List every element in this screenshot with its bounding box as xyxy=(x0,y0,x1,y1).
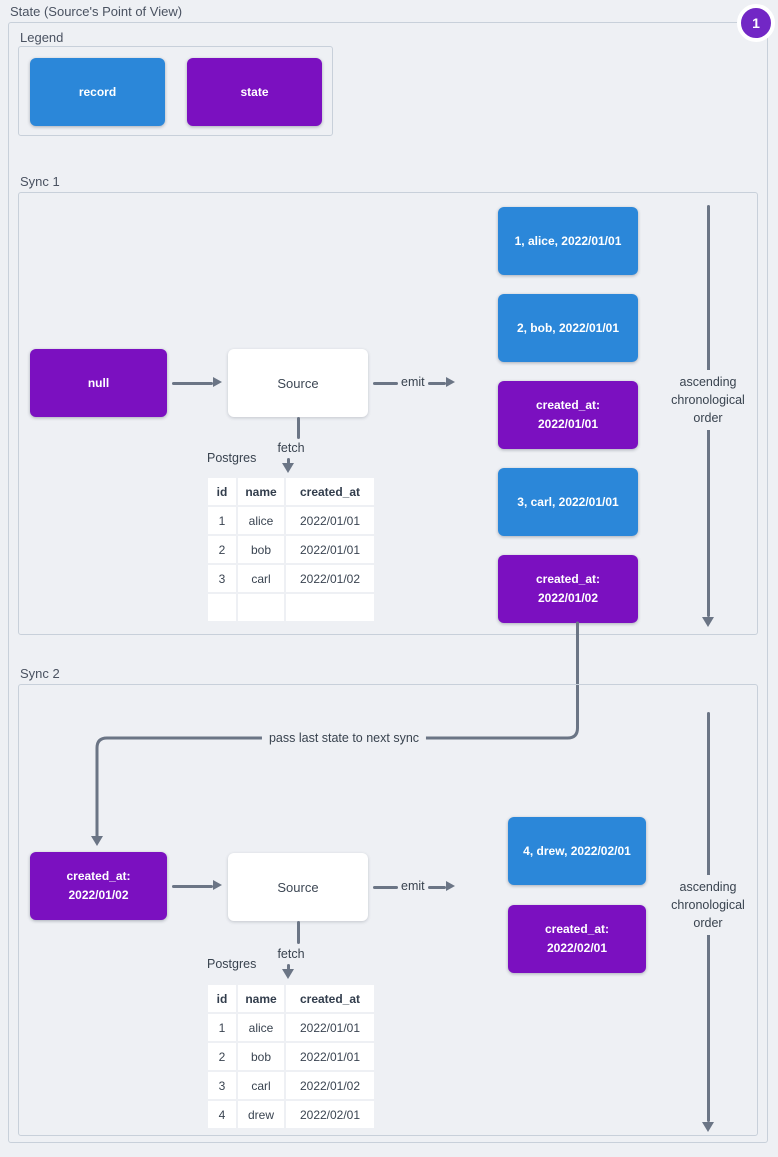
table-cell: 2022/01/01 xyxy=(286,507,374,534)
sync2-emit-arrowhead-icon xyxy=(446,881,455,891)
sync1-input-arrow-line xyxy=(172,382,213,385)
table-cell: 2022/01/01 xyxy=(286,1014,374,1041)
table-cell: 4 xyxy=(208,1101,236,1128)
sync2-input-arrow-line xyxy=(172,885,213,888)
table-cell: 1 xyxy=(208,507,236,534)
sync1-order-arrowhead-icon xyxy=(702,617,714,627)
column-header-created-at: created_at xyxy=(286,985,374,1012)
sync2-title: Sync 2 xyxy=(20,666,60,681)
table-row: 4 drew 2022/02/01 xyxy=(208,1101,374,1128)
table-row: 2 bob 2022/01/01 xyxy=(208,536,374,563)
column-header-id: id xyxy=(208,985,236,1012)
table-cell: 2022/01/02 xyxy=(286,1072,374,1099)
table-cell: 2022/01/02 xyxy=(286,565,374,592)
pass-state-arrowhead-icon xyxy=(91,836,103,846)
sync1-emit-label: emit xyxy=(401,375,425,389)
sync1-emit-line-right xyxy=(428,382,446,385)
page-title: State (Source's Point of View) xyxy=(10,4,183,19)
table-cell: 2 xyxy=(208,1043,236,1070)
table-cell: bob xyxy=(238,536,284,563)
legend-record-swatch: record xyxy=(30,58,165,126)
sync2-frame xyxy=(18,684,758,1136)
table-row: 3 carl 2022/01/02 xyxy=(208,565,374,592)
sync1-fetch-line-bottom xyxy=(287,458,290,464)
sync1-state-2-box: created_at: 2022/01/02 xyxy=(498,555,638,623)
sync2-input-arrowhead-icon xyxy=(213,880,222,890)
table-row: 1 alice 2022/01/01 xyxy=(208,1014,374,1041)
sync1-input-arrowhead-icon xyxy=(213,377,222,387)
sync2-order-arrowhead-icon xyxy=(702,1122,714,1132)
table-cell: 2 xyxy=(208,536,236,563)
table-cell: 2022/01/01 xyxy=(286,1043,374,1070)
sync2-emit-line-left xyxy=(373,886,398,889)
sync1-record-1-box: 1, alice, 2022/01/01 xyxy=(498,207,638,275)
sync2-state-1-box: created_at: 2022/02/01 xyxy=(508,905,646,973)
sync2-order-note: ascending chronological order xyxy=(659,875,757,935)
table-cell: alice xyxy=(238,1014,284,1041)
table-cell xyxy=(238,594,284,621)
sync2-postgres-table: id name created_at 1 alice 2022/01/01 2 … xyxy=(206,983,376,1130)
table-cell xyxy=(208,594,236,621)
sync1-state-1-box: created_at: 2022/01/01 xyxy=(498,381,638,449)
table-header-row: id name created_at xyxy=(208,478,374,505)
sync1-source-box: Source xyxy=(228,349,368,417)
sync2-emit-line-right xyxy=(428,886,446,889)
sync1-fetch-line-top xyxy=(297,417,300,439)
sync1-postgres-table: id name created_at 1 alice 2022/01/01 2 … xyxy=(206,476,376,623)
table-cell: carl xyxy=(238,565,284,592)
table-cell: 2022/02/01 xyxy=(286,1101,374,1128)
table-cell: drew xyxy=(238,1101,284,1128)
sync2-fetch-label: fetch xyxy=(277,947,305,961)
table-row: 3 carl 2022/01/02 xyxy=(208,1072,374,1099)
column-header-id: id xyxy=(208,478,236,505)
sync1-emit-arrowhead-icon xyxy=(446,377,455,387)
table-cell: bob xyxy=(238,1043,284,1070)
table-cell: carl xyxy=(238,1072,284,1099)
legend-title: Legend xyxy=(20,30,64,45)
sync2-fetch-line-bottom xyxy=(287,964,290,970)
sync2-fetch-line-top xyxy=(297,921,300,944)
table-row: 2 bob 2022/01/01 xyxy=(208,1043,374,1070)
column-header-created-at: created_at xyxy=(286,478,374,505)
sync2-database-label: Postgres xyxy=(207,957,257,971)
legend-frame xyxy=(18,46,333,136)
table-cell: 2022/01/01 xyxy=(286,536,374,563)
sync1-fetch-arrowhead-icon xyxy=(282,463,294,473)
sync2-emit-label: emit xyxy=(401,879,425,893)
sync1-title: Sync 1 xyxy=(20,174,60,189)
sync2-fetch-arrowhead-icon xyxy=(282,969,294,979)
table-row: 1 alice 2022/01/01 xyxy=(208,507,374,534)
sync1-input-state-box: null xyxy=(30,349,167,417)
sync1-record-2-box: 2, bob, 2022/01/01 xyxy=(498,294,638,362)
table-cell xyxy=(286,594,374,621)
sync2-input-state-box: created_at: 2022/01/02 xyxy=(30,852,167,920)
sync1-fetch-label: fetch xyxy=(277,441,305,455)
table-row-empty xyxy=(208,594,374,621)
sync1-frame xyxy=(18,192,758,635)
legend-state-swatch: state xyxy=(187,58,322,126)
outer-frame xyxy=(8,22,768,1143)
sync2-record-4-box: 4, drew, 2022/02/01 xyxy=(508,817,646,885)
sync2-source-box: Source xyxy=(228,853,368,921)
sync1-order-note: ascending chronological order xyxy=(659,370,757,430)
column-header-name: name xyxy=(238,478,284,505)
table-header-row: id name created_at xyxy=(208,985,374,1012)
sync1-record-3-box: 3, carl, 2022/01/01 xyxy=(498,468,638,536)
table-cell: 3 xyxy=(208,1072,236,1099)
table-cell: alice xyxy=(238,507,284,534)
pass-state-connector-label: pass last state to next sync xyxy=(261,730,427,746)
table-cell: 3 xyxy=(208,565,236,592)
column-header-name: name xyxy=(238,985,284,1012)
sync1-emit-line-left xyxy=(373,382,398,385)
sync1-database-label: Postgres xyxy=(207,451,257,465)
annotation-badge: 1 xyxy=(737,4,775,42)
table-cell: 1 xyxy=(208,1014,236,1041)
